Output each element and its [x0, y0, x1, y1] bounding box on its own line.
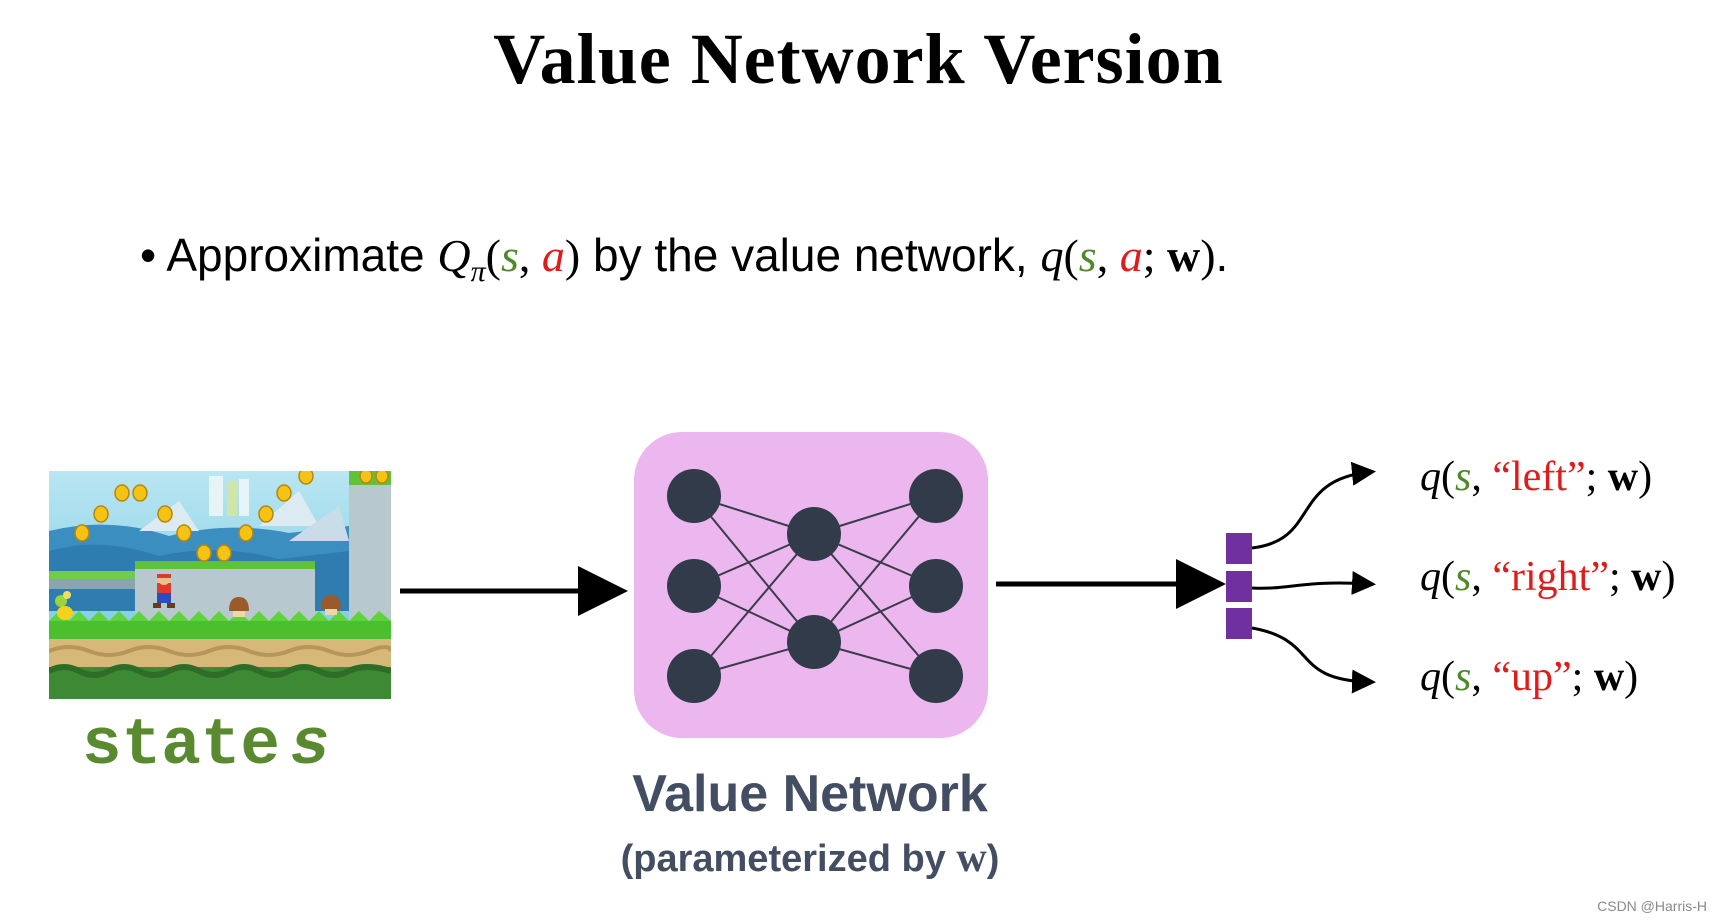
output-q-up: q(s, “up”; w) [1420, 654, 1639, 700]
state-var: s [290, 708, 330, 783]
arrow-to-right [1251, 570, 1376, 595]
bullet-approximate: • Approximate Qπ(s, a) by the value netw… [140, 229, 1229, 289]
game-scene-illustration [49, 471, 391, 699]
q-pi-symbol: Q [437, 230, 471, 281]
bullet-text-approximate: Approximate [166, 229, 425, 281]
output-node [909, 559, 963, 613]
page-title: Value Network Version [493, 19, 1224, 99]
subtitle-w: w [956, 835, 987, 881]
weights-w: w [1166, 230, 1201, 281]
watermark: CSDN @Harris-H [1597, 898, 1707, 914]
action-var-a: a [541, 230, 565, 281]
action-left: “left” [1492, 454, 1586, 500]
network-title: Value Network [632, 765, 988, 823]
output-node [909, 469, 963, 523]
output-q-right: q(s, “right”; w) [1420, 554, 1676, 600]
hidden-node [787, 615, 841, 669]
output-node [909, 649, 963, 703]
output-q-left: q(s, “left”; w) [1420, 454, 1653, 500]
action-right: “right” [1492, 554, 1609, 600]
q-symbol: q [1040, 230, 1064, 281]
input-node [667, 649, 721, 703]
input-node [667, 559, 721, 613]
value-network-graph [667, 469, 963, 703]
input-node [667, 469, 721, 523]
output-block-left [1226, 533, 1252, 564]
bullet-marker: • [140, 229, 157, 281]
network-subtitle: (parameterized by w) [620, 835, 1000, 881]
state-word: state [82, 708, 281, 783]
output-block-up [1226, 608, 1252, 639]
mario-game-screenshot [49, 471, 391, 699]
arrow-to-left [1251, 461, 1376, 550]
output-block-right [1226, 571, 1252, 602]
bullet-text-middle: by the value network, [580, 229, 1041, 281]
pi-subscript: π [470, 255, 486, 289]
arrow-to-up [1251, 626, 1376, 694]
action-up: “up” [1492, 654, 1572, 700]
hidden-node [787, 507, 841, 561]
state-var-s: s [500, 230, 519, 281]
